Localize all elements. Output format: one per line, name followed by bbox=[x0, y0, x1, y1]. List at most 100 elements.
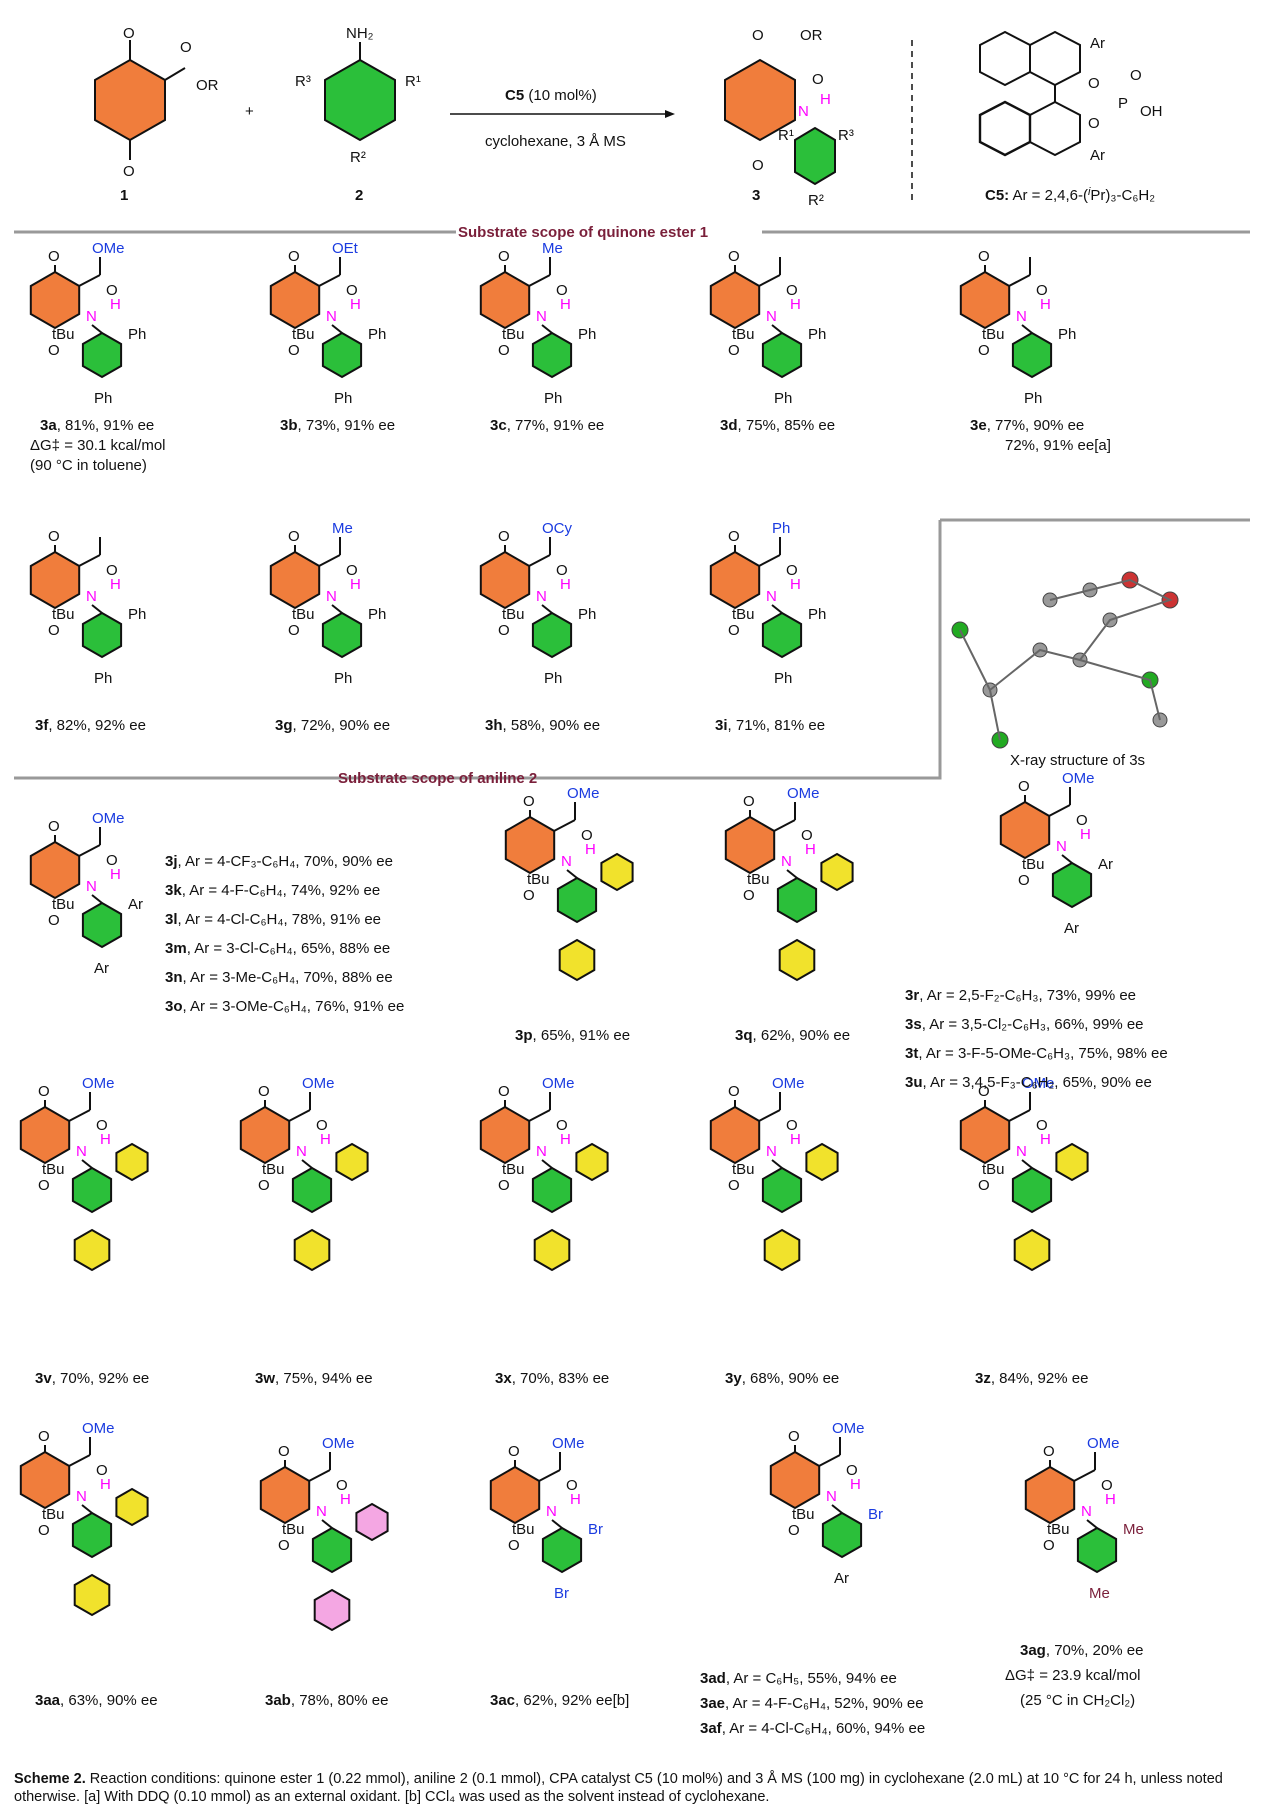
label-o: O bbox=[728, 342, 740, 359]
bond bbox=[528, 554, 551, 567]
ester-label: OMe bbox=[92, 810, 125, 827]
label-h: H bbox=[1040, 296, 1051, 313]
ortho-aryl-ring bbox=[1055, 1142, 1089, 1182]
label-n: N bbox=[316, 1503, 327, 1520]
label-tbu: tBu bbox=[792, 1506, 815, 1523]
ortho-substituent: Ar bbox=[1098, 856, 1113, 873]
compound-label: 3v, 70%, 92% ee bbox=[35, 1370, 149, 1387]
label-tbu: tBu bbox=[42, 1161, 65, 1178]
para-substituent: Ph bbox=[1024, 390, 1042, 407]
label-n: N bbox=[766, 588, 777, 605]
aniline-list-item: 3t, Ar = 3-F-5-OMe-C₆H₃, 75%, 98% ee bbox=[905, 1045, 1168, 1062]
label-o: O bbox=[801, 827, 813, 844]
bond bbox=[553, 819, 576, 832]
xray-structure-image: X-ray structure of 3s bbox=[951, 571, 1179, 769]
label-o: O bbox=[1018, 872, 1030, 889]
label-n: N bbox=[1016, 1143, 1027, 1160]
ortho-substituent: Ph bbox=[578, 326, 596, 343]
bond bbox=[773, 819, 796, 832]
para-aryl-ring bbox=[73, 1573, 111, 1617]
bond bbox=[1021, 1159, 1033, 1169]
label-h: H bbox=[820, 91, 831, 108]
label-tbu: tBu bbox=[512, 1521, 535, 1538]
compound-note: 72%, 91% ee[a] bbox=[1005, 437, 1111, 454]
label-o: O bbox=[788, 1522, 800, 1539]
ortho-substituent: Ph bbox=[368, 606, 386, 623]
xray-frame bbox=[14, 520, 942, 780]
label-n: N bbox=[826, 1488, 837, 1505]
label-o: O bbox=[508, 1443, 520, 1460]
label-ar: Ar bbox=[1090, 35, 1105, 52]
compound-label: 3p, 65%, 91% ee bbox=[515, 1027, 630, 1044]
label-r1: R¹ bbox=[405, 73, 421, 90]
label-o: O bbox=[346, 282, 358, 299]
reactant-aniline: NH₂ R¹ R³ R² 2 bbox=[295, 25, 421, 204]
label-n: N bbox=[1081, 1503, 1092, 1520]
aniline-list-item: 3ae, Ar = 4-F-C₆H₄, 52%, 90% ee bbox=[700, 1695, 924, 1712]
label-n: N bbox=[326, 588, 337, 605]
aniline-ring bbox=[531, 331, 573, 379]
product-general: O OR O H N O R¹ R³ R² 3 bbox=[724, 27, 854, 209]
label-o: O bbox=[258, 1177, 270, 1194]
product-label: 3 bbox=[752, 187, 760, 204]
label-o: O bbox=[336, 1477, 348, 1494]
compound-label: 3e, 77%, 90% ee bbox=[970, 417, 1084, 434]
para-substituent: Ph bbox=[334, 670, 352, 687]
label-o: O bbox=[978, 342, 990, 359]
ester-label: OEt bbox=[332, 240, 359, 257]
aniline-ring bbox=[81, 611, 123, 659]
para-substituent: Ph bbox=[94, 390, 112, 407]
label-o: O bbox=[566, 1477, 578, 1494]
compound-note: (90 °C in toluene) bbox=[30, 457, 147, 474]
para-substituent: Ph bbox=[544, 670, 562, 687]
label-tbu: tBu bbox=[732, 1161, 755, 1178]
ortho-aryl-ring bbox=[820, 852, 854, 892]
label-o: O bbox=[978, 1083, 990, 1100]
ester-label: OMe bbox=[552, 1435, 585, 1452]
label-o: O bbox=[1018, 778, 1030, 795]
label-o: O bbox=[523, 887, 535, 904]
bond bbox=[68, 1109, 91, 1122]
catalyst-caption-tail: Pr)₃-C₆H₂ bbox=[1090, 187, 1155, 204]
bond bbox=[528, 1109, 551, 1122]
aniline-ring bbox=[761, 331, 803, 379]
label-o: O bbox=[556, 562, 568, 579]
para-aryl-ring bbox=[1013, 1228, 1051, 1272]
para-aryl-ring bbox=[73, 1228, 111, 1272]
compound-label: 3d, 75%, 85% ee bbox=[720, 417, 835, 434]
ortho-substituent: Ph bbox=[578, 606, 596, 623]
label-o: O bbox=[38, 1177, 50, 1194]
label-o: O bbox=[96, 1117, 108, 1134]
ortho-substituent: Ph bbox=[128, 326, 146, 343]
label-h: H bbox=[570, 1491, 581, 1508]
label-n: N bbox=[798, 103, 809, 120]
quinone-ring bbox=[19, 1105, 71, 1165]
ortho-substituent: Br bbox=[868, 1506, 883, 1523]
label-n: N bbox=[1056, 838, 1067, 855]
label-n: N bbox=[536, 308, 547, 325]
aniline-ring bbox=[321, 611, 363, 659]
label-o: O bbox=[123, 163, 135, 180]
label-tbu: tBu bbox=[527, 871, 550, 888]
label-o: O bbox=[498, 622, 510, 639]
label-o: O bbox=[752, 27, 764, 44]
compound-label: 3ag, 70%, 20% ee bbox=[1020, 1642, 1143, 1659]
aniline-ring bbox=[541, 1526, 583, 1574]
label-o: O bbox=[786, 282, 798, 299]
label-tbu: tBu bbox=[52, 896, 75, 913]
bond bbox=[1021, 324, 1033, 334]
aniline-ring bbox=[531, 1166, 573, 1214]
ortho-substituent: Ph bbox=[808, 606, 826, 623]
ester-label: OCy bbox=[542, 520, 573, 537]
label-h: H bbox=[110, 866, 121, 883]
para-substituent: Ar bbox=[94, 960, 109, 977]
para-aryl-ring bbox=[293, 1228, 331, 1272]
label-n: N bbox=[561, 853, 572, 870]
label-n: N bbox=[296, 1143, 307, 1160]
label-o: O bbox=[278, 1443, 290, 1460]
label-tbu: tBu bbox=[1047, 1521, 1070, 1538]
